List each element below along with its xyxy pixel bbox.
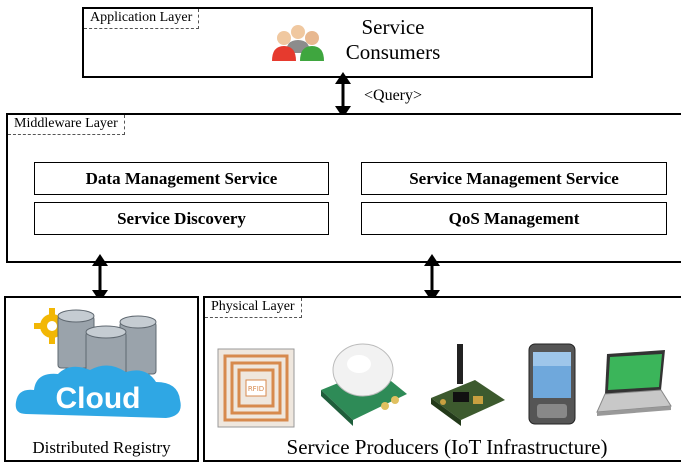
pir-sensor-icon xyxy=(321,343,407,426)
users-icon xyxy=(272,25,324,61)
middleware-layer-tag: Middleware Layer xyxy=(8,115,125,135)
service-management-service: Service Management Service xyxy=(361,162,667,195)
rfid-tag-icon: RFID xyxy=(217,348,295,428)
service-discovery: Service Discovery xyxy=(34,202,329,235)
database-cloud-icon: Cloud xyxy=(15,308,181,418)
svg-text:RFID: RFID xyxy=(248,385,264,393)
middleware-layer: Middleware Layer Data Management Service… xyxy=(6,113,681,263)
sensor-board-icon xyxy=(431,344,505,426)
query-arrow xyxy=(335,72,351,118)
physical-layer-tag: Physical Layer xyxy=(205,298,302,318)
registry-arrow xyxy=(92,254,108,302)
laptop-icon xyxy=(596,350,672,416)
data-management-service: Data Management Service xyxy=(34,162,329,195)
physical-layer: Physical Layer RFID xyxy=(203,296,681,462)
application-layer-tag: Application Layer xyxy=(84,9,200,29)
distributed-registry: Cloud Distributed Registry xyxy=(4,296,199,462)
qos-management: QoS Management xyxy=(361,202,667,235)
physical-arrow xyxy=(424,254,440,302)
service-consumers-line1: Service xyxy=(361,15,425,39)
service-consumers-line2: Consumers xyxy=(345,40,441,64)
registry-caption: Distributed Registry xyxy=(32,438,171,457)
application-layer: Application Layer Service Consumers xyxy=(82,7,593,78)
query-label: <Query> xyxy=(364,87,423,104)
cloud-label: Cloud xyxy=(56,382,141,415)
physical-caption: Service Producers (IoT Infrastructure) xyxy=(286,435,608,459)
service-consumers-title: Service Consumers xyxy=(328,15,458,65)
smartphone-icon xyxy=(528,343,576,425)
